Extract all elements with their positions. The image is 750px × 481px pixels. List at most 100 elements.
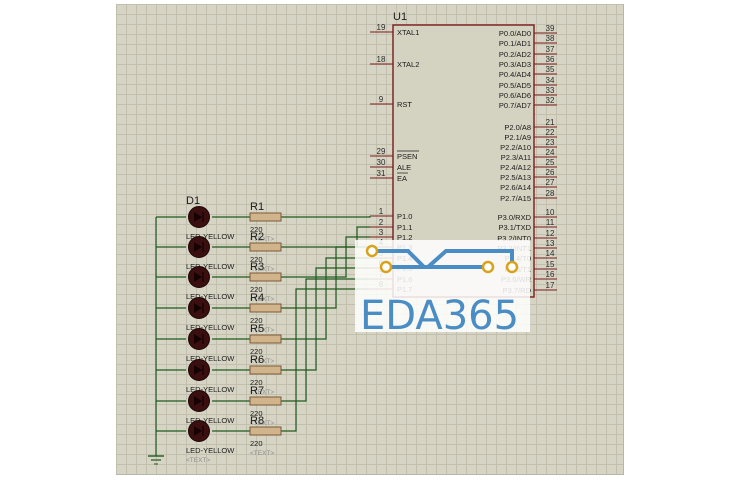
chip-pin-label: XTAL1 <box>397 28 419 37</box>
chip-pin-label: P3.1/TXD <box>498 223 531 232</box>
chip-pin-number: 38 <box>546 34 555 43</box>
resistor-r3[interactable]: R3 220 <TEXT> <box>249 261 282 303</box>
led-value-label: LED-YELLOW <box>186 232 235 241</box>
chip-pin-number: 23 <box>546 138 555 147</box>
diode-triangle-icon <box>194 303 202 313</box>
resistor-value-label: 220 <box>250 285 263 294</box>
watermark-ring-icon <box>481 260 495 274</box>
chip-pin-number: 22 <box>546 128 555 137</box>
resistor-icon <box>249 365 282 375</box>
led-d8[interactable]: LED-YELLOW <TEXT> <box>186 420 235 465</box>
resistor-ref-label: R2 <box>250 231 264 243</box>
resistor-text-placeholder: <TEXT> <box>250 420 274 427</box>
resistor-pin-wire <box>281 278 370 402</box>
chip-pin-number: 1 <box>379 207 384 216</box>
chip-pin-number: 13 <box>546 239 555 248</box>
chip-pin-number: 39 <box>546 24 555 33</box>
chip-pin-number: 31 <box>377 169 386 178</box>
chip-pin-label: RST <box>397 100 412 109</box>
resistor-r7[interactable]: R7 220 <TEXT> <box>249 385 282 427</box>
resistor-value-label: 220 <box>250 409 263 418</box>
chip-pin-number: 17 <box>546 281 555 290</box>
diode-triangle-icon <box>194 396 202 406</box>
diode-triangle-icon <box>194 365 202 375</box>
chip-pin-label: P3.0/RXD <box>498 213 532 222</box>
led-d7[interactable]: LED-YELLOW <box>186 390 235 426</box>
chip-pin-label: P1.1 <box>397 223 412 232</box>
resistor-pin-wire <box>281 236 370 278</box>
watermark-trace-icon <box>386 249 514 269</box>
resistor-text-placeholder: <TEXT> <box>250 450 274 457</box>
chip-pin-label: P2.4/A12 <box>500 163 531 172</box>
diode-triangle-icon <box>194 242 202 252</box>
led-d6[interactable]: LED-YELLOW <box>186 359 235 395</box>
eda365-watermark: EDA365 <box>355 240 530 339</box>
chip-pin-number: 18 <box>377 55 386 64</box>
watermark-trace-icon <box>372 249 488 269</box>
led-value-label: LED-YELLOW <box>186 385 235 394</box>
chip-pin-number: 34 <box>546 76 555 85</box>
resistor-ref-label: R7 <box>250 385 264 397</box>
resistor-ref-label: R5 <box>250 323 264 335</box>
chip-pin-number: 30 <box>377 158 386 167</box>
resistor-pin-wire <box>281 246 370 309</box>
chip-pin-number: 29 <box>377 147 386 156</box>
resistor-pin-wire <box>281 257 370 340</box>
resistor-ref-label: R1 <box>250 201 264 213</box>
chip-pin-label: P2.1/A9 <box>504 133 531 142</box>
chip-pin-label: P0.0/AD0 <box>499 29 531 38</box>
chip-pin-label: P2.3/A11 <box>501 153 531 162</box>
resistor-ref-label: R3 <box>250 261 264 273</box>
chip-pin-number: 35 <box>546 65 555 74</box>
chip-pin-number: 16 <box>546 270 555 279</box>
wiring <box>155 216 371 456</box>
led-d4[interactable]: LED-YELLOW <box>186 297 235 333</box>
resistor-icon <box>249 272 282 282</box>
chip-pin-number: 28 <box>546 189 555 198</box>
led-d5[interactable]: LED-YELLOW <box>186 328 235 364</box>
resistor-ref-label: R8 <box>250 415 264 427</box>
led-value-label: LED-YELLOW <box>186 323 235 332</box>
chip-pin-label: P0.7/AD7 <box>499 101 531 110</box>
chip-pin-number: 36 <box>546 55 555 64</box>
chip-pin-number: 25 <box>546 158 555 167</box>
resistor-ref-label: R6 <box>250 354 264 366</box>
watermark-ring-icon <box>379 260 393 274</box>
led-text-placeholder: <TEXT> <box>186 457 210 464</box>
led-d3[interactable]: LED-YELLOW <box>186 266 235 302</box>
resistor-value-label: 220 <box>250 378 263 387</box>
chip-pin-number: 24 <box>546 148 555 157</box>
resistor-pin-wire <box>281 288 370 432</box>
chip-pin-number: 14 <box>546 249 555 258</box>
chip-pin-label: ALE <box>397 163 411 172</box>
chip-pin-label: P0.3/AD3 <box>499 60 531 69</box>
diode-triangle-icon <box>194 334 202 344</box>
chip-pin-number: 11 <box>546 218 555 227</box>
chip-pin-label: P0.6/AD6 <box>499 91 531 100</box>
chip-pin-label: XTAL2 <box>397 60 419 69</box>
chip-pin-number: 2 <box>379 218 384 227</box>
resistor-text-placeholder: <TEXT> <box>250 296 274 303</box>
chip-pin-number: 3 <box>379 228 384 237</box>
chip-pin-label: P0.4/AD4 <box>499 70 531 79</box>
resistor-text-placeholder: <TEXT> <box>250 389 274 396</box>
resistor-r6[interactable]: R6 220 <TEXT> <box>249 354 282 396</box>
chip-pin-number: 21 <box>546 118 555 127</box>
chip-pin-number: 26 <box>546 168 555 177</box>
resistor-text-placeholder: <TEXT> <box>250 327 274 334</box>
chip-pin-number: 33 <box>546 86 555 95</box>
diode-triangle-icon <box>194 212 202 222</box>
led-ref-label: D1 <box>186 195 200 207</box>
led-value-label: LED-YELLOW <box>186 446 235 455</box>
resistor-text-placeholder: <TEXT> <box>250 358 274 365</box>
chip-pin-label: P2.6/A14 <box>500 183 531 192</box>
led-d2[interactable]: LED-YELLOW <box>186 236 235 272</box>
chip-pin-label: P1.0 <box>397 212 412 221</box>
